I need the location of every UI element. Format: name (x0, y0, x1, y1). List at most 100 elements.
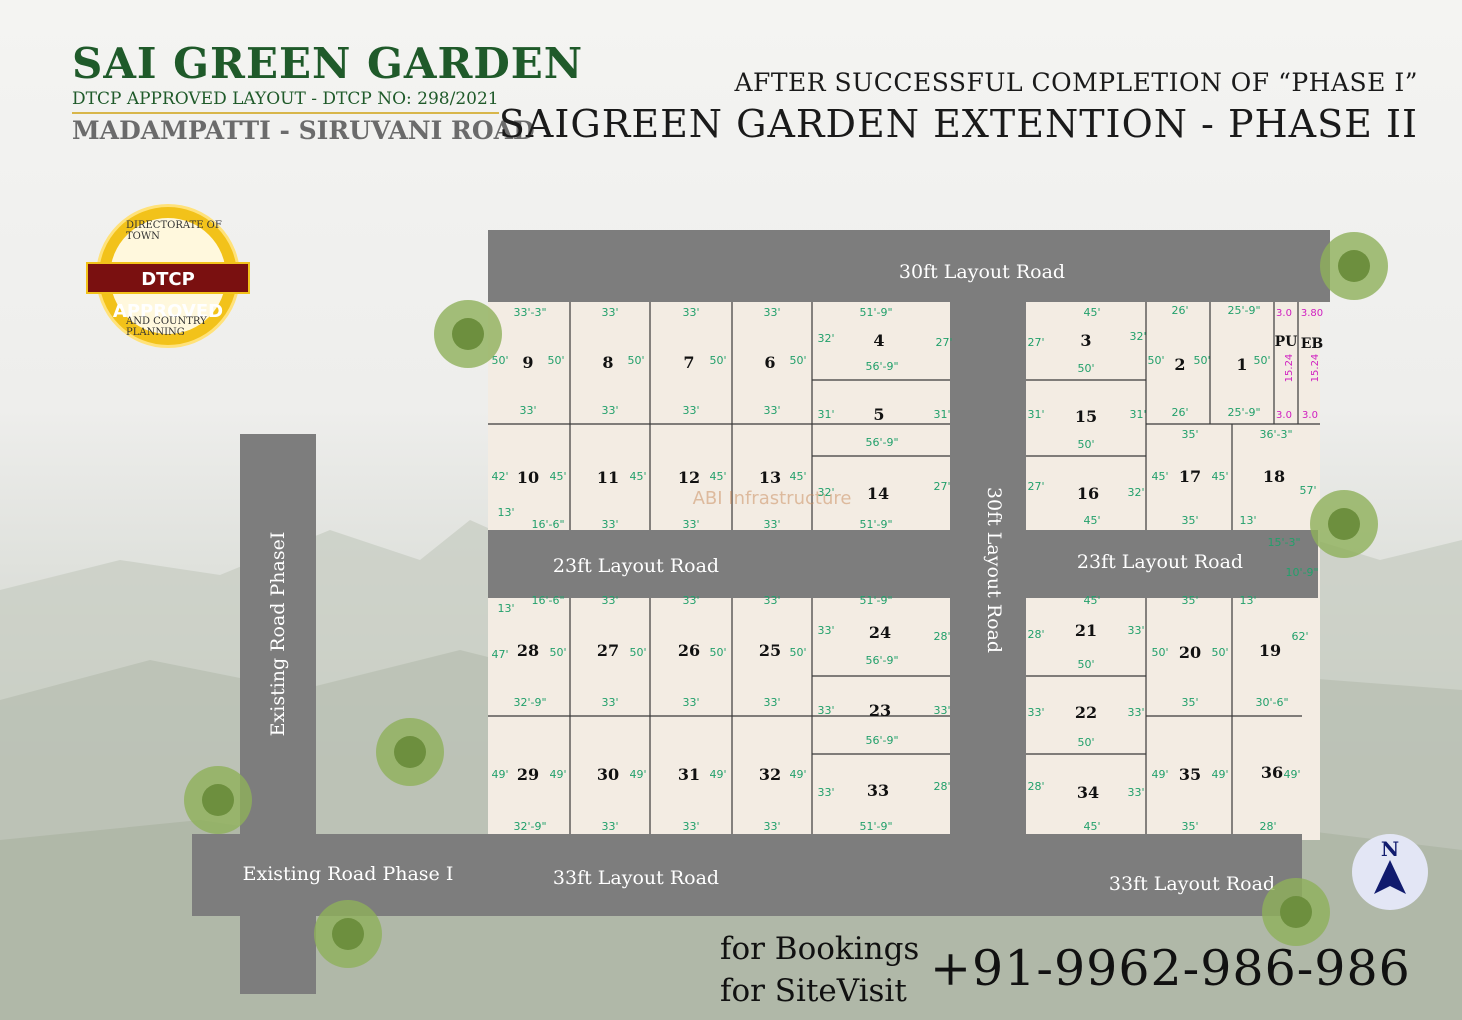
plot-number[interactable]: 33 (867, 781, 889, 800)
plot-dimension: 32' (1129, 330, 1146, 343)
plot-dimension: 51'-9" (859, 820, 892, 833)
plot-number[interactable]: 14 (867, 484, 889, 503)
plot-dimension: 42' (491, 470, 508, 483)
plot-number[interactable]: 30 (597, 765, 619, 784)
plot-dimension: 25'-9" (1227, 304, 1260, 317)
plot-number[interactable]: 36 (1261, 763, 1283, 782)
road-label-existing-horizontal: Existing Road Phase I (243, 863, 454, 885)
plot-dimension: 50' (1151, 646, 1168, 659)
plot-dimension: 28' (933, 630, 950, 643)
plot-dimension: 45' (1083, 594, 1100, 607)
phase-heading: AFTER SUCCESSFUL COMPLETION OF “PHASE I”… (499, 66, 1418, 148)
plot-number[interactable]: 9 (522, 353, 533, 372)
plot-number[interactable]: 3 (1080, 331, 1091, 350)
plot-dimension: 33' (601, 518, 618, 531)
plot-dimension: 50' (1077, 658, 1094, 671)
plot-dimension: 32' (817, 486, 834, 499)
plot-number[interactable]: 29 (517, 765, 539, 784)
plot-number[interactable]: 5 (873, 405, 884, 424)
plot-dimension: 16'-6" (531, 518, 564, 531)
plot-dimension: 33' (817, 624, 834, 637)
plot-number[interactable]: 28 (517, 641, 539, 660)
plot-dimension: 16'-6" (531, 594, 564, 607)
plot-number[interactable]: 20 (1179, 643, 1201, 662)
plot-number[interactable]: 8 (602, 353, 613, 372)
plot-dimension: 33' (1127, 786, 1144, 799)
plot-dimension: 45' (1083, 306, 1100, 319)
plot-dimension: 27' (933, 480, 950, 493)
plot-dimension: 50' (627, 354, 644, 367)
plot-dimension: 45' (789, 470, 806, 483)
plot-dimension: 51'-9" (859, 306, 892, 319)
plot-dimension: 35' (1181, 428, 1198, 441)
plot-dimension: 50' (1193, 354, 1210, 367)
plot-number[interactable]: 1 (1236, 355, 1247, 374)
plot-number[interactable]: 32 (759, 765, 781, 784)
plot-dimension: 35' (1181, 820, 1198, 833)
plot-dimension: 30'-6" (1255, 696, 1288, 709)
plot-dimension: 28' (933, 780, 950, 793)
plot-dimension: 56'-9" (865, 734, 898, 747)
plot-dimension: 33' (763, 518, 780, 531)
plot-dimension: 47' (491, 648, 508, 661)
plot-number[interactable]: 4 (873, 331, 884, 350)
watermark: ABI Infrastructure (693, 488, 852, 509)
plot-number[interactable]: 21 (1075, 621, 1097, 640)
plot-dimension: 25'-9" (1227, 406, 1260, 419)
plot-dimension: 33' (1127, 624, 1144, 637)
plot-dimension: 33' (601, 696, 618, 709)
plot-dimension: 49' (491, 768, 508, 781)
plot-dimension: 50' (1211, 646, 1228, 659)
plot-dimension: 33' (682, 404, 699, 417)
dtcp-number: DTCP APPROVED LAYOUT - DTCP NO: 298/2021 (72, 88, 499, 114)
road-label-bottom-left: 33ft Layout Road (553, 867, 719, 889)
plot-number[interactable]: 35 (1179, 765, 1201, 784)
tree-icon (394, 736, 426, 768)
plot-dimension: 33' (817, 786, 834, 799)
plot-dimension: 50' (1077, 438, 1094, 451)
plot-number[interactable]: 2 (1174, 355, 1185, 374)
plot-number[interactable]: 34 (1077, 783, 1099, 802)
utility-dimension: 3.0 (1276, 308, 1292, 319)
plot-number[interactable]: 25 (759, 641, 781, 660)
plot-number[interactable]: 6 (764, 353, 775, 372)
plot-number[interactable]: 27 (597, 641, 619, 660)
compass: N (1352, 834, 1428, 910)
plot-dimension: 50' (629, 646, 646, 659)
plot-number[interactable]: 31 (678, 765, 700, 784)
plot-number[interactable]: 12 (678, 468, 700, 487)
plot-number[interactable]: 15 (1075, 407, 1097, 426)
plot-dimension: 50' (549, 646, 566, 659)
tree-icon (1328, 508, 1360, 540)
plot-number[interactable]: 10 (517, 468, 539, 487)
plot-number[interactable]: 26 (678, 641, 700, 660)
plot-dimension: 32'-9" (513, 696, 546, 709)
plot-dimension: 33' (763, 306, 780, 319)
utility-dimension: 15.24 (1284, 354, 1295, 383)
plot-dimension: 13' (497, 506, 514, 519)
plot-number[interactable]: 11 (597, 468, 619, 487)
plot-dimension: 45' (1083, 514, 1100, 527)
plot-number[interactable]: 17 (1179, 467, 1201, 486)
brand-block: SAI GREEN GARDEN DTCP APPROVED LAYOUT - … (72, 40, 583, 148)
plot-dimension: 33' (601, 306, 618, 319)
plot-number[interactable]: 22 (1075, 703, 1097, 722)
phone-number[interactable]: +91-9962-986-986 (930, 940, 1411, 997)
plot-dimension: 45' (709, 470, 726, 483)
phase-subheading: AFTER SUCCESSFUL COMPLETION OF “PHASE I” (734, 68, 1418, 97)
plot-dimension: 26' (1171, 304, 1188, 317)
plot-dimension: 32' (817, 332, 834, 345)
plot-number[interactable]: 16 (1077, 484, 1099, 503)
plot-dimension: 33' (601, 404, 618, 417)
plot-dimension: 49' (549, 768, 566, 781)
plot-dimension: 49' (789, 768, 806, 781)
plot-dimension: 49' (629, 768, 646, 781)
plot-number[interactable]: 18 (1263, 467, 1285, 486)
plot-number[interactable]: 24 (869, 623, 891, 642)
plot-number[interactable]: 7 (683, 353, 694, 372)
plot-number[interactable]: 13 (759, 468, 781, 487)
plot-number[interactable]: 23 (869, 701, 891, 720)
plot-dimension: 45' (1211, 470, 1228, 483)
plot-number[interactable]: 19 (1259, 641, 1281, 660)
